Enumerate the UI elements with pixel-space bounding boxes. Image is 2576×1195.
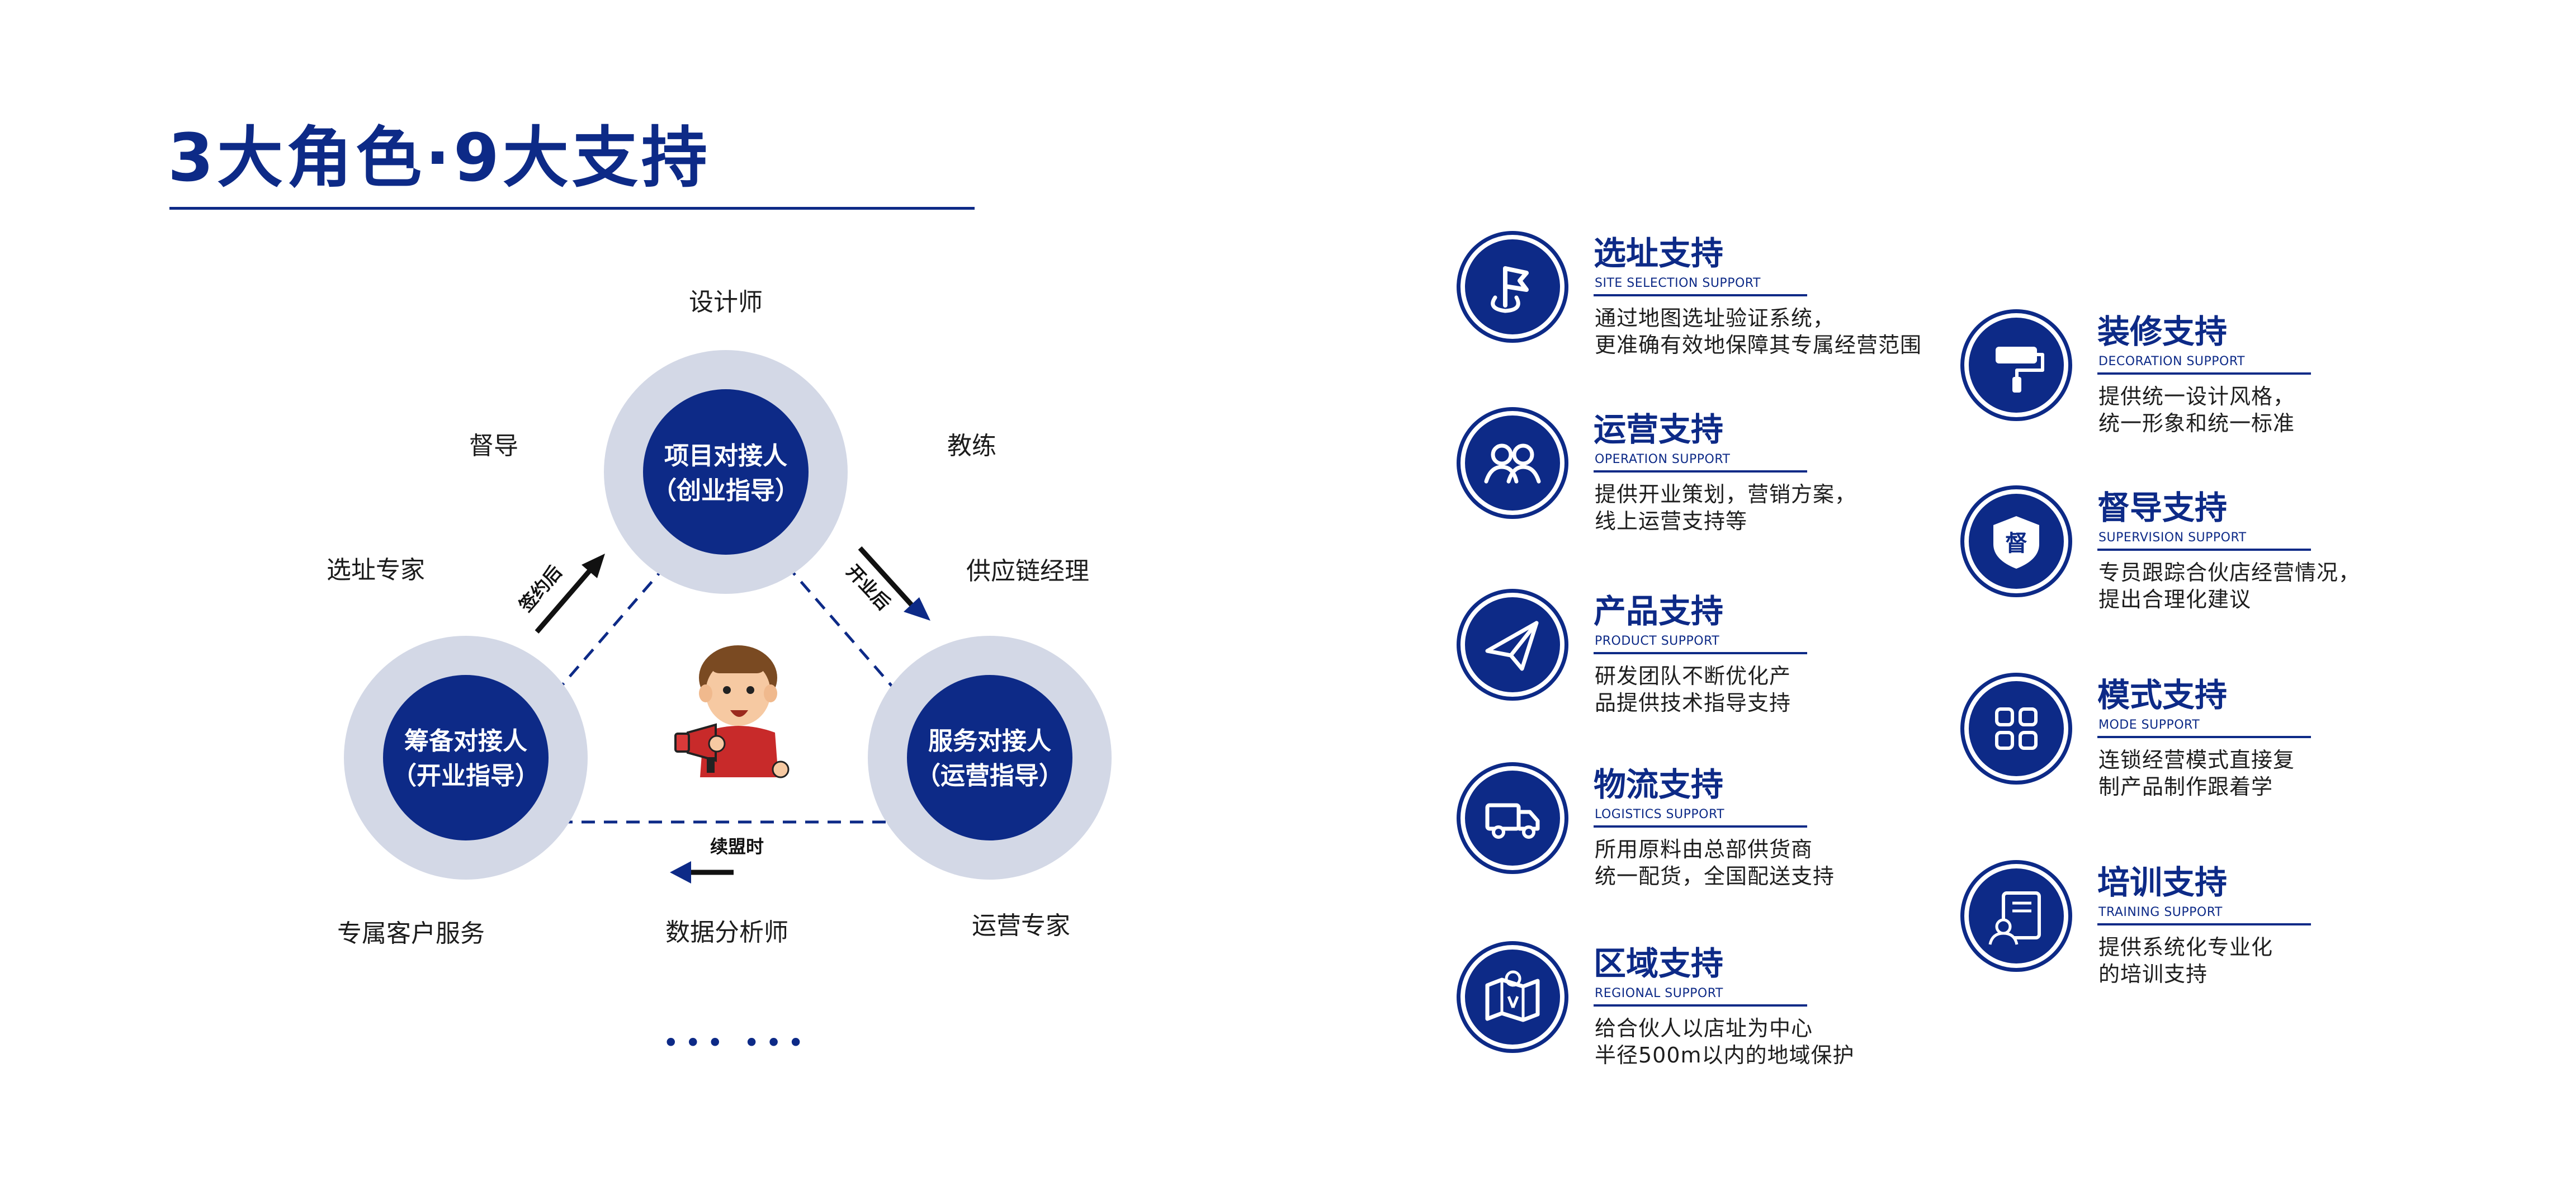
support-subtitle-regional: REGIONAL SUPPORT	[1595, 986, 1723, 1000]
circle-right-line1: 服务对接人	[928, 727, 1051, 755]
role-site-expert: 选址专家	[327, 556, 425, 584]
support-title-logistics: 物流支持	[1594, 766, 1724, 804]
support-subtitle-mode: MODE SUPPORT	[2098, 718, 2200, 732]
arrow-right-label: 开业后	[842, 560, 894, 614]
arrow-bottom-label: 续盟时	[710, 836, 764, 857]
shield-icon-char: 督	[2005, 531, 2027, 556]
circle-top-line2: （创业指导）	[652, 476, 800, 505]
arrow-right: 开业后	[842, 546, 930, 621]
support-desc-regional: 给合伙人以店址为中心 半径500m以内的地域保护	[1595, 1016, 1855, 1068]
support-rule	[2097, 372, 2311, 375]
support-subtitle-supervision: SUPERVISION SUPPORT	[2098, 531, 2247, 545]
support-subtitle-logistics: LOGISTICS SUPPORT	[1595, 807, 1725, 821]
megaphone-mascot-icon	[674, 645, 790, 778]
support-item-supervision: 督 督导支持 SUPERVISION SUPPORT 专员跟踪合伙店经营情况， …	[1964, 489, 2576, 657]
support-title-operation: 运营支持	[1594, 410, 1724, 448]
support-item-operation: 运营支持 OPERATION SUPPORT 提供开业策划，营销方案， 线上运营…	[1460, 411, 2187, 579]
support-item-regional: 区域支持 REGIONAL SUPPORT 给合伙人以店址为中心 半径500m以…	[1460, 945, 2187, 1113]
support-desc-decoration: 提供统一设计风格， 统一形象和统一标准	[2098, 384, 2295, 436]
support-desc-training: 提供系统化专业化 的培训支持	[2098, 935, 2274, 986]
support-rule	[2097, 923, 2311, 925]
arrow-left: 签约后	[515, 554, 605, 634]
support-desc-site: 通过地图选址验证系统， 更准确有效地保障其专属经营范围	[1595, 306, 1922, 357]
people-group-icon	[1460, 411, 1564, 515]
support-title-mode: 模式支持	[2097, 676, 2228, 714]
paint-roller-icon	[1964, 313, 2068, 417]
delivery-truck-icon	[1460, 766, 1564, 870]
role-designer: 设计师	[689, 288, 763, 317]
support-item-decoration: 装修支持 DECORATION SUPPORT 提供统一设计风格， 统一形象和统…	[1964, 313, 2576, 481]
role-supervisor: 督导	[469, 432, 518, 460]
arrow-bottom: 续盟时	[670, 836, 764, 884]
training-certificate-icon	[1964, 864, 2068, 968]
support-desc-mode: 连锁经营模式直接复 制产品制作跟着学	[2098, 748, 2295, 799]
support-rule	[1594, 294, 1807, 296]
page-title: 3大角色·9大支持	[168, 119, 711, 196]
support-subtitle-training: TRAINING SUPPORT	[2098, 905, 2223, 919]
ellipsis-more: ••• •••	[663, 1027, 810, 1059]
support-subtitle-operation: OPERATION SUPPORT	[1595, 452, 1731, 466]
support-rule	[2097, 736, 2311, 738]
support-rule	[1594, 652, 1807, 654]
support-rule	[1594, 470, 1807, 473]
support-rule	[2097, 549, 2311, 551]
support-desc-logistics: 所用原料由总部供货商 统一配货，全国配送支持	[1595, 837, 1835, 889]
circle-left-line1: 筹备对接人	[404, 727, 527, 755]
title-underline	[169, 207, 975, 210]
circle-top-line1: 项目对接人	[664, 442, 787, 470]
support-subtitle-decoration: DECORATION SUPPORT	[2098, 355, 2245, 369]
support-title-decoration: 装修支持	[2097, 313, 2228, 351]
support-desc-supervision: 专员跟踪合伙店经营情况， 提出合理化建议	[2098, 560, 2361, 612]
support-title-training: 培训支持	[2097, 863, 2228, 901]
role-customer-service: 专属客户服务	[337, 919, 485, 948]
circle-top: 项目对接人 （创业指导）	[604, 350, 848, 594]
circle-left: 筹备对接人 （开业指导）	[344, 636, 588, 880]
support-subtitle-product: PRODUCT SUPPORT	[1595, 634, 1720, 648]
support-title-supervision: 督导支持	[2097, 489, 2228, 527]
support-item-site: 选址支持 SITE SELECTION SUPPORT 通过地图选址验证系统， …	[1460, 235, 2187, 403]
paper-plane-icon	[1460, 593, 1564, 697]
support-item-logistics: 物流支持 LOGISTICS SUPPORT 所用原料由总部供货商 统一配货，全…	[1460, 766, 2187, 934]
role-operations-expert: 运营专家	[972, 911, 1070, 940]
support-title-product: 产品支持	[1594, 592, 1724, 630]
circle-left-line2: （开业指导）	[392, 762, 540, 790]
support-desc-operation: 提供开业策划，营销方案， 线上运营支持等	[1595, 482, 1857, 533]
support-title-regional: 区域支持	[1594, 944, 1724, 983]
role-supply-chain-manager: 供应链经理	[966, 557, 1089, 585]
support-rule	[1594, 825, 1807, 828]
roles-diagram: 项目对接人 （创业指导） 筹备对接人 （开业指导） 服务对接人 （运营指导） 签…	[344, 350, 1112, 884]
support-subtitle-site: SITE SELECTION SUPPORT	[1595, 276, 1761, 290]
flag-pin-icon	[1460, 235, 1564, 339]
support-item-product: 产品支持 PRODUCT SUPPORT 研发团队不断优化产 品提供技术指导支持	[1460, 593, 2187, 761]
support-title-site: 选址支持	[1594, 234, 1724, 272]
role-coach: 教练	[947, 432, 996, 460]
circle-right: 服务对接人 （运营指导）	[868, 636, 1112, 880]
support-item-training: 培训支持 TRAINING SUPPORT 提供系统化专业化 的培训支持	[1964, 864, 2576, 1032]
shield-icon: 督	[1964, 489, 2068, 593]
support-desc-product: 研发团队不断优化产 品提供技术指导支持	[1595, 664, 1792, 715]
support-rule	[1594, 1004, 1807, 1007]
map-pin-icon	[1460, 945, 1564, 1049]
role-data-analyst: 数据分析师	[665, 918, 788, 947]
support-item-mode: 模式支持 MODE SUPPORT 连锁经营模式直接复 制产品制作跟着学	[1964, 677, 2576, 844]
grid-squares-icon	[1964, 677, 2068, 781]
circle-right-line2: （运营指导）	[916, 762, 1064, 790]
